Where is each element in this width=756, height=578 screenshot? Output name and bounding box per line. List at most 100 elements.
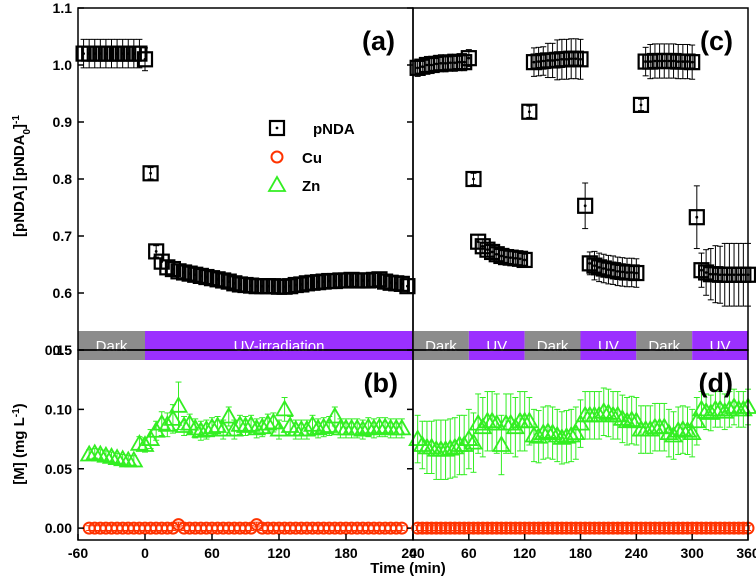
data-point xyxy=(572,51,589,68)
band-uv xyxy=(580,331,637,360)
data-point-dot xyxy=(143,57,147,61)
data-point xyxy=(459,429,479,446)
data-point xyxy=(203,270,221,287)
data-point xyxy=(718,521,732,535)
data-point xyxy=(527,521,541,535)
data-point xyxy=(209,271,226,288)
data-point xyxy=(448,521,462,535)
data-point xyxy=(632,96,650,114)
data-point-dot xyxy=(149,171,152,175)
data-point xyxy=(491,435,511,452)
data-point xyxy=(574,521,587,535)
data-point xyxy=(719,399,739,417)
x-tick-label: 0 xyxy=(409,545,417,561)
band-label: UV xyxy=(486,338,507,355)
data-point xyxy=(732,521,746,535)
data-point xyxy=(564,521,578,535)
data-point xyxy=(570,413,591,431)
data-point-dot xyxy=(639,103,643,107)
data-point xyxy=(412,435,432,452)
panel-label: (a) xyxy=(362,26,395,56)
data-point-dot xyxy=(732,273,736,277)
data-point xyxy=(612,409,632,426)
data-point xyxy=(226,275,243,292)
data-point xyxy=(684,54,701,71)
data-point xyxy=(79,444,99,462)
data-point xyxy=(664,425,684,443)
data-point xyxy=(583,521,597,535)
data-point-dot xyxy=(704,271,708,274)
data-point xyxy=(639,521,653,535)
data-point-dot xyxy=(434,62,438,66)
data-point xyxy=(460,50,477,67)
data-point xyxy=(715,401,735,419)
data-point-dot xyxy=(709,272,713,276)
data-point-dot xyxy=(648,60,652,63)
data-point-dot xyxy=(634,271,638,275)
data-point xyxy=(708,521,722,535)
data-point-dot xyxy=(546,59,550,62)
data-point-dot xyxy=(690,60,694,64)
data-point xyxy=(561,425,581,443)
data-point xyxy=(434,521,448,535)
data-point xyxy=(541,521,555,535)
data-point xyxy=(425,521,439,535)
data-point-dot xyxy=(611,268,615,272)
data-point-dot xyxy=(518,257,522,261)
data-point-dot xyxy=(439,61,443,65)
x-tick-label: 240 xyxy=(401,545,425,561)
legend-label: Cu xyxy=(302,150,322,167)
y-tick-label: 0.05 xyxy=(45,461,72,477)
band-label: Dark xyxy=(537,338,569,355)
data-point xyxy=(420,521,434,535)
data-point xyxy=(629,521,643,535)
data-point xyxy=(191,420,211,438)
data-point xyxy=(578,521,592,535)
x-axis-label: Time (min) xyxy=(370,560,446,577)
band-label: Dark xyxy=(96,338,128,355)
data-point-dot xyxy=(700,268,703,272)
data-point xyxy=(625,521,639,535)
data-point xyxy=(185,418,205,436)
y-tick-label: 0.15 xyxy=(45,342,72,358)
band-label: UV-irradiation xyxy=(234,338,325,355)
y-axis-label-tail: ) xyxy=(11,403,28,408)
y-axis-label-sup: -1 xyxy=(11,115,22,124)
data-point xyxy=(487,413,507,431)
data-point xyxy=(90,444,110,462)
data-point xyxy=(676,521,690,535)
data-point-dot xyxy=(602,267,606,270)
data-point xyxy=(443,521,457,535)
data-point xyxy=(622,410,642,427)
y-axis-label-bottom: [M] (mg L-1) xyxy=(11,403,29,484)
data-point-dot xyxy=(504,255,508,259)
data-point xyxy=(462,521,476,535)
data-point xyxy=(694,521,708,535)
x-tick-label: 0 xyxy=(141,545,149,561)
data-point xyxy=(224,419,244,437)
x-tick-label: 240 xyxy=(625,545,649,561)
data-point xyxy=(628,264,645,282)
data-point xyxy=(198,268,215,286)
data-point-dot xyxy=(472,177,475,181)
data-point-dot xyxy=(495,252,499,256)
data-point xyxy=(258,413,278,431)
data-point xyxy=(704,521,718,535)
y-tick-label: 0.6 xyxy=(53,285,73,301)
y-tick-label: 1.1 xyxy=(53,0,73,16)
data-point xyxy=(482,411,502,429)
data-point xyxy=(141,429,161,446)
series-zn xyxy=(79,381,412,468)
data-point xyxy=(466,521,480,535)
data-point-dot xyxy=(416,66,420,70)
data-point xyxy=(371,271,388,288)
data-point xyxy=(608,405,628,423)
x-tick-label: 180 xyxy=(569,545,593,561)
data-point xyxy=(690,521,704,535)
data-point xyxy=(157,414,177,432)
data-point xyxy=(175,264,193,281)
data-point-dot xyxy=(737,273,741,277)
data-point-dot xyxy=(467,56,471,60)
data-point xyxy=(457,521,471,535)
